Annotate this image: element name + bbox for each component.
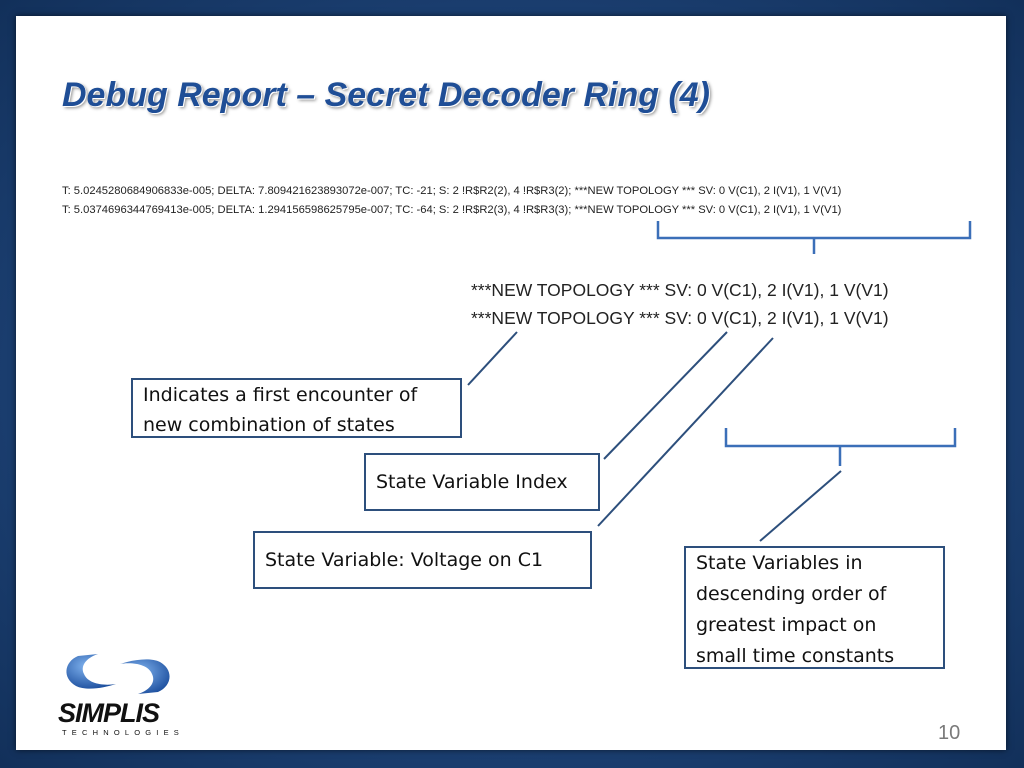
callout-state-variable-voltage: State Variable: Voltage on C1 — [253, 531, 592, 589]
callout-first-encounter: Indicates a first encounter of new combi… — [131, 378, 462, 438]
simplis-logo-tagline: TECHNOLOGIES — [62, 728, 184, 737]
simplis-logo-word: SIMPLIS — [58, 698, 160, 728]
debug-log-line-1: T: 5.0245280684906833e-005; DELTA: 7.809… — [62, 185, 842, 197]
pointer-state-variable-index — [603, 331, 728, 460]
debug-log-line-2: T: 5.0374696344769413e-005; DELTA: 1.294… — [62, 204, 842, 216]
pointer-first-encounter — [467, 331, 518, 386]
lower-brace — [724, 428, 957, 466]
simplis-swirl-logo-icon — [66, 654, 170, 694]
slide-title: Debug Report – Secret Decoder Ring (4) — [62, 76, 711, 114]
annotation-lines — [467, 221, 972, 542]
page-number: 10 — [938, 722, 961, 744]
callout-state-variable-index: State Variable Index — [364, 453, 600, 511]
topology-line-1: ***NEW TOPOLOGY *** SV: 0 V(C1), 2 I(V1)… — [471, 280, 889, 300]
pointer-descending-order — [759, 470, 842, 542]
topology-line-2: ***NEW TOPOLOGY *** SV: 0 V(C1), 2 I(V1)… — [471, 308, 889, 328]
callout-descending-order: State Variables in descending order of g… — [684, 546, 945, 669]
pointer-state-variable-voltage — [597, 337, 774, 527]
top-brace — [656, 221, 972, 254]
slide: Debug Report – Secret Decoder Ring (4) T… — [16, 16, 1006, 750]
